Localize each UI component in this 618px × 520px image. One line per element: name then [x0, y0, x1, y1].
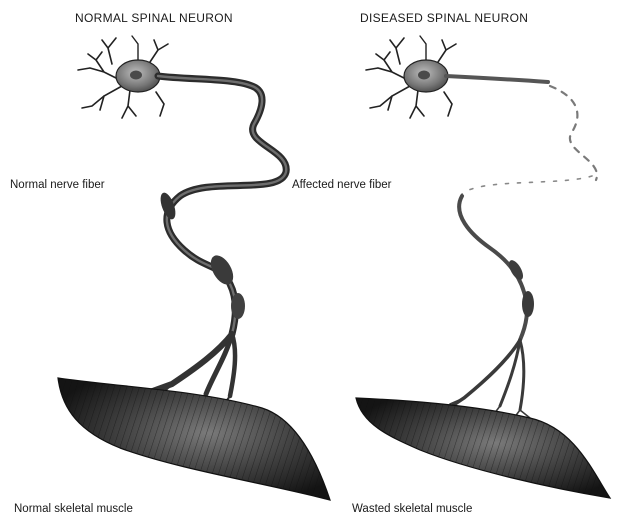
normal-nucleus [130, 71, 142, 80]
diseased-fiber-label: Affected nerve fiber [292, 179, 392, 191]
normal-muscle-label: Normal skeletal muscle [14, 503, 133, 515]
normal-panel-title: NORMAL SPINAL NEURON [75, 11, 233, 25]
diseased-panel: DISEASED SPINAL NEURON [292, 11, 610, 515]
normal-fiber-label: Normal nerve fiber [10, 179, 105, 191]
diseased-panel-title: DISEASED SPINAL NEURON [360, 11, 528, 25]
diseased-nucleus [418, 71, 430, 80]
normal-panel: NORMAL SPINAL NEURON [10, 11, 330, 515]
diseased-muscle-label: Wasted skeletal muscle [352, 503, 472, 515]
diseased-nerve-fiber [446, 76, 548, 82]
wasted-skeletal-muscle [356, 398, 610, 498]
normal-nerve-fiber [158, 76, 286, 334]
normal-skeletal-muscle [58, 378, 330, 500]
